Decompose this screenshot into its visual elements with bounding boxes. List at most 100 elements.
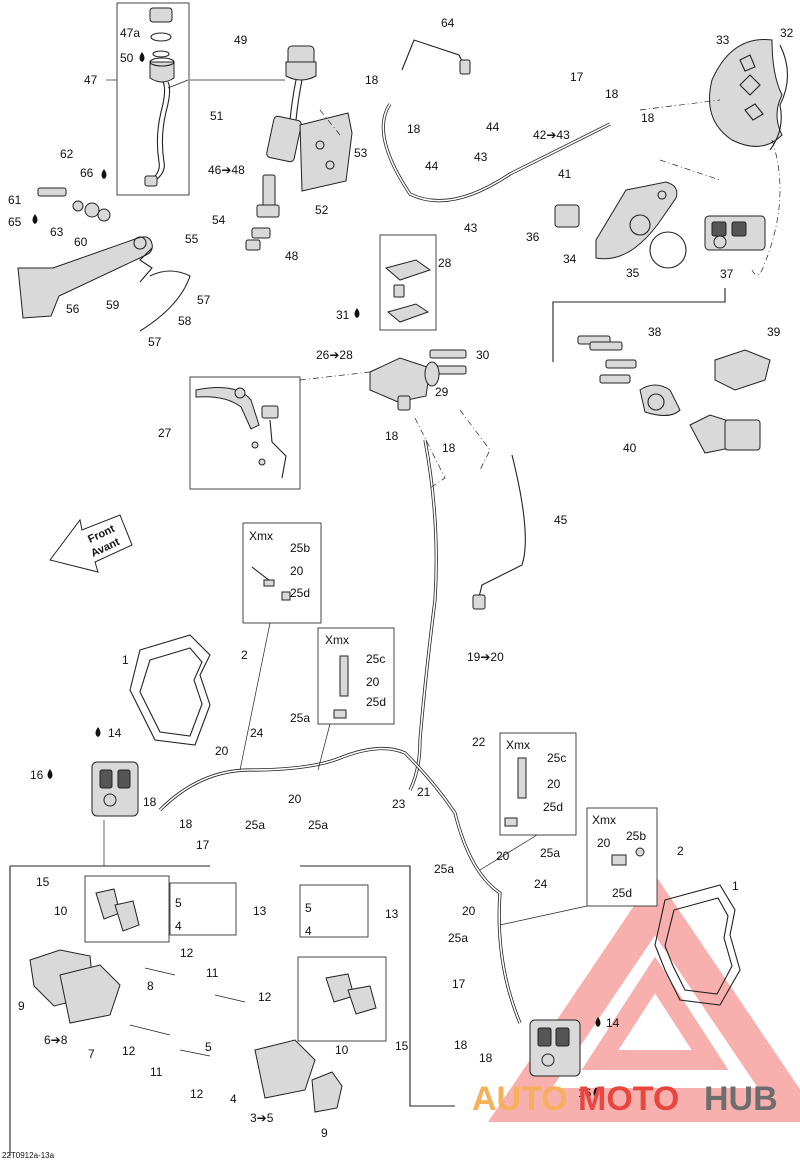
callout: 62 — [60, 147, 74, 161]
callout: 32 — [780, 26, 794, 40]
callout: 5 — [205, 1040, 212, 1054]
leader-lines — [103, 79, 721, 926]
callout: 6➔8 — [44, 1033, 68, 1047]
callout: 18 — [641, 111, 655, 125]
callout: 63 — [50, 225, 64, 239]
callout: 18 — [143, 795, 157, 809]
callout: 54 — [212, 213, 226, 227]
xmx-label: 25d — [543, 800, 563, 814]
callout: 18 — [442, 441, 456, 455]
callout: 18 — [479, 1051, 493, 1065]
callout: 1 — [122, 653, 129, 667]
callout: 4 — [175, 919, 182, 933]
xmx-box-4: Xmx 20 25b 25d — [586, 807, 658, 907]
callout: 18 — [365, 73, 379, 87]
callout: 16 — [30, 768, 44, 782]
callout: 28 — [438, 256, 452, 270]
front-right-caliper — [529, 1019, 581, 1077]
watermark-logo: AUTO MOTO HUB — [472, 1080, 778, 1118]
xmx-label: 25d — [612, 886, 632, 900]
callout: 20 — [462, 904, 476, 918]
callout: 15 — [395, 1039, 409, 1053]
callout: 38 — [648, 325, 662, 339]
callout: 24 — [534, 877, 548, 891]
callout: 18 — [385, 429, 399, 443]
callout: 17 — [452, 977, 466, 991]
callout: 48 — [285, 249, 299, 263]
abs-sensor-wire-45 — [472, 454, 526, 610]
callout: 2 — [241, 648, 248, 662]
watermark-text-hub: HUB — [704, 1080, 778, 1118]
callout: 42➔43 — [533, 128, 570, 142]
callout: 14 — [606, 1016, 620, 1030]
callout: 4 — [305, 924, 312, 938]
callout: 10 — [335, 1043, 349, 1057]
front-left-disc-ring — [129, 634, 211, 746]
xmx-box-3: Xmx 25c 20 25d — [499, 732, 577, 836]
callout: 46➔48 — [208, 163, 245, 177]
callout: 55 — [185, 232, 199, 246]
callout: 58 — [178, 314, 192, 328]
callout: 23 — [392, 797, 406, 811]
callout: 43 — [464, 221, 478, 235]
callout: 4 — [230, 1092, 237, 1106]
callout: 60 — [74, 235, 88, 249]
callout: 12 — [258, 990, 272, 1004]
rear-master-cylinder — [245, 45, 317, 251]
callout: 59 — [106, 298, 120, 312]
front-direction-arrow: Front Avant — [49, 514, 133, 573]
callout: 36 — [526, 230, 540, 244]
xmx-label: 25d — [290, 586, 310, 600]
callout: 14 — [108, 726, 122, 740]
callout: 5 — [305, 901, 312, 915]
caliper-rebuild-panel — [9, 865, 455, 1156]
callout: 13 — [385, 907, 399, 921]
callout: 20 — [496, 849, 510, 863]
callout: 18 — [407, 122, 421, 136]
callout: 17 — [196, 838, 210, 852]
caliper-bracket-34 — [554, 181, 687, 269]
fluid-drop-icons — [32, 52, 601, 1097]
xmx-title: Xmx — [592, 813, 616, 827]
callout: 20 — [215, 744, 229, 758]
callout: 11 — [150, 1065, 163, 1079]
callout: 9 — [18, 999, 25, 1013]
callout: 18 — [179, 817, 193, 831]
callout: 24 — [250, 726, 264, 740]
xmx-title: Xmx — [506, 738, 530, 752]
xmx-label: 25c — [366, 652, 385, 666]
watermark-text-auto: AUTO — [472, 1080, 568, 1118]
xmx-label: 20 — [366, 675, 380, 689]
callout: 43 — [474, 150, 488, 164]
callout: 57 — [197, 293, 211, 307]
callout: 3➔5 — [250, 1111, 274, 1125]
callout: 45 — [554, 513, 568, 527]
xmx-label: 25d — [366, 695, 386, 709]
callout: 40 — [623, 441, 637, 455]
heat-shield — [299, 112, 353, 192]
callout: 12 — [122, 1044, 136, 1058]
xmx-box-2: Xmx 25c 20 25d — [317, 627, 395, 725]
callout: 10 — [54, 904, 68, 918]
callout: 21 — [417, 785, 431, 799]
callout: 18 — [454, 1038, 468, 1052]
callout: 51 — [210, 109, 224, 123]
main-brake-hose-19 — [408, 439, 438, 791]
callout: 25a — [290, 711, 310, 725]
front-right-disc-ring — [654, 884, 741, 1006]
callout: 8 — [147, 979, 154, 993]
callout: 44 — [486, 120, 500, 134]
callout: 30 — [476, 348, 490, 362]
callout: 35 — [626, 266, 640, 280]
rear-caliper-37 — [704, 215, 766, 251]
callout: 31 — [336, 308, 350, 322]
xmx-label: 25b — [290, 541, 310, 555]
callout: 12 — [180, 946, 194, 960]
callout: 25a — [448, 931, 468, 945]
front-left-hose — [158, 746, 522, 1024]
brake-lever — [195, 387, 287, 479]
callout: 15 — [36, 875, 50, 889]
callout: 61 — [8, 193, 22, 207]
callout: 52 — [315, 203, 329, 217]
